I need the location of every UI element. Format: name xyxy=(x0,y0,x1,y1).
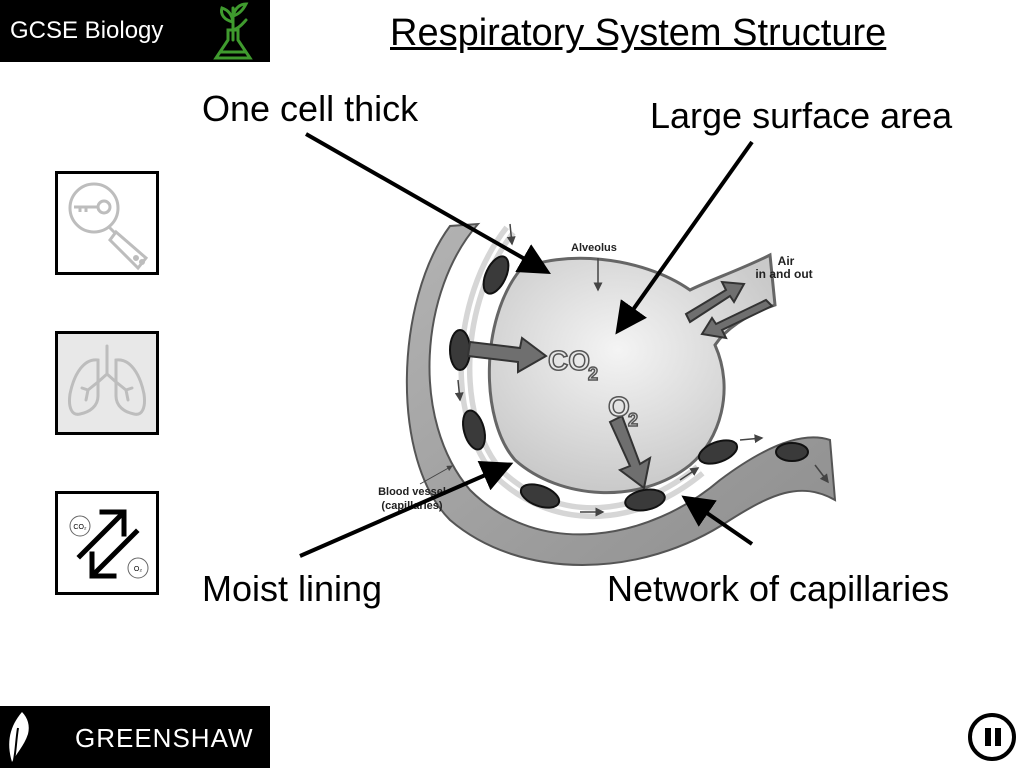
label-moist-lining: Moist lining xyxy=(202,568,383,609)
alveolus-sac xyxy=(487,252,777,495)
air-label-2: in and out xyxy=(755,267,812,281)
page-title: Respiratory System Structure xyxy=(390,12,887,54)
footer-badge: GREENSHAW xyxy=(0,706,270,768)
school-name: GREENSHAW xyxy=(75,723,254,753)
blood-vessel-label: Blood vessel xyxy=(378,486,446,498)
o2-subscript: 2 xyxy=(628,410,638,430)
o2-label: O xyxy=(608,391,630,422)
arrow-one-cell-thick xyxy=(305,132,551,274)
co2-subscript: 2 xyxy=(588,364,598,384)
red-blood-cells xyxy=(449,255,809,512)
gas-o2-label: O₂ xyxy=(134,566,142,573)
header-badge: GCSE Biology xyxy=(0,0,270,62)
lungs-icon xyxy=(68,344,146,416)
flask-plant-icon xyxy=(213,2,253,60)
magnifier-key-icon-box xyxy=(55,171,159,275)
lungs-icon-box xyxy=(55,331,159,435)
gas-exchange-icon-box: CO₂ O₂ xyxy=(55,491,159,595)
arrow-large-surface-area xyxy=(615,140,754,335)
magnifier-key-icon xyxy=(68,182,149,271)
arrow-moist-lining xyxy=(299,460,514,558)
arrow-network-of-capillaries xyxy=(681,495,754,546)
pause-bar-left xyxy=(985,728,991,746)
flame-leaf-icon xyxy=(9,712,29,762)
pause-button[interactable] xyxy=(968,713,1016,761)
gas-co2-label: CO₂ xyxy=(73,524,87,531)
label-large-surface-area: Large surface area xyxy=(650,95,953,136)
co2-label: CO xyxy=(548,345,590,376)
label-network-of-capillaries: Network of capillaries xyxy=(607,568,950,609)
alveolus-label: Alveolus xyxy=(571,242,617,254)
gas-exchange-icon: CO₂ O₂ xyxy=(69,509,149,579)
air-label: Air xyxy=(778,254,795,268)
label-one-cell-thick: One cell thick xyxy=(202,88,419,129)
badge-text: GCSE Biology xyxy=(10,17,164,44)
pause-bar-right xyxy=(995,728,1001,746)
